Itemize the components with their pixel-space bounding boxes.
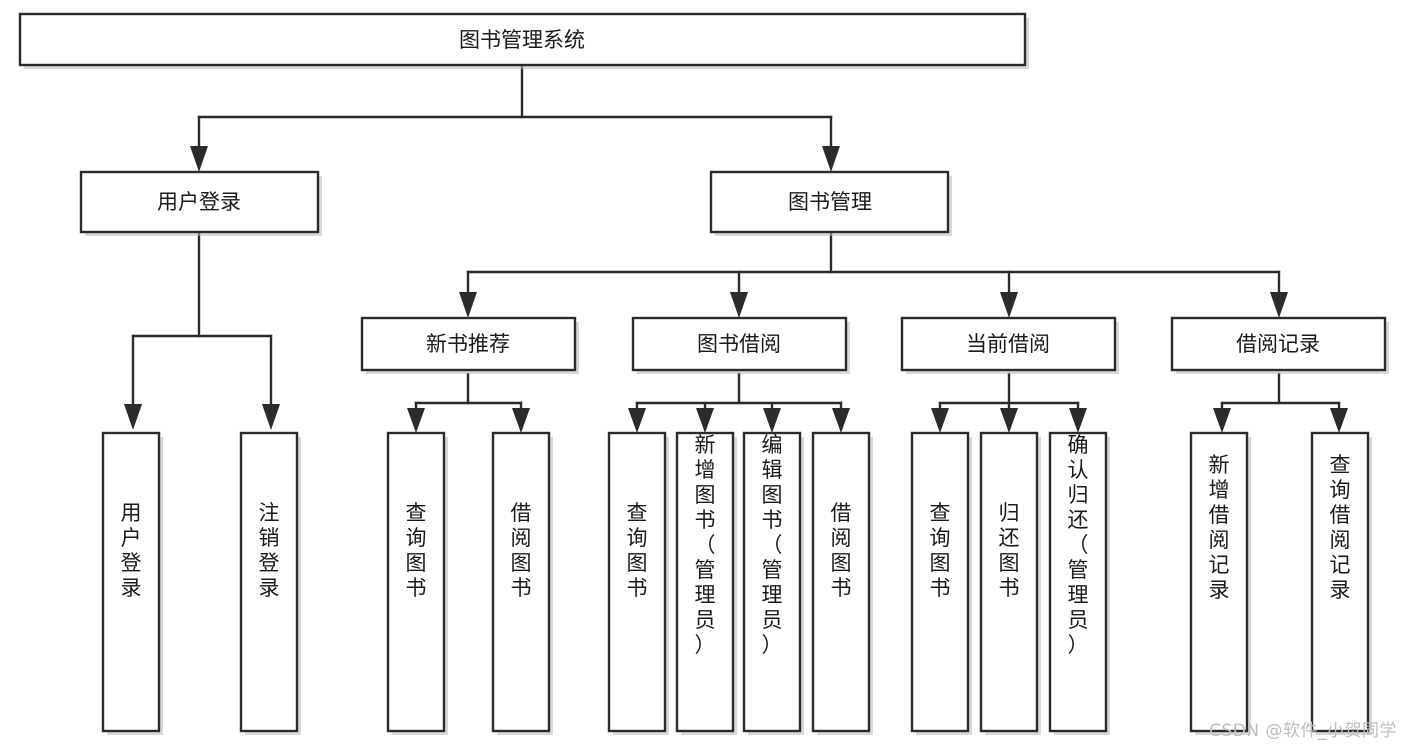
arrow-book-manage-to-l2-1 [459,292,477,318]
arrow-current-borrow-to-leaf2 [1000,408,1018,433]
node-root-label: 图书管理系统 [459,28,585,52]
arrow-new-book-to-leaf1 [407,408,425,433]
node-new-book-recommend[interactable]: 新书推荐 [360,316,579,374]
csdn-watermark: CSDN @软件_小贺同学 [1209,721,1397,741]
arrow-book-manage-to-l2-4 [1270,292,1288,318]
arrow-root-to-book-manage [822,146,840,172]
arrow-current-borrow-to-leaf1 [931,408,949,433]
arrow-user-login-to-leaf2 [262,404,280,430]
arrow-borrow-record-to-leaf2 [1330,408,1348,433]
node-leaf-borrow-book-1-label: 借阅图书 [511,501,532,600]
arrow-book-borrow-to-leaf1 [628,408,646,433]
node-leaf-add-book-label: 新增图书（管理员） [695,433,716,657]
node-leaf-edit-book[interactable]: 编辑图书（管理员） [742,431,804,735]
node-current-borrow-label: 当前借阅 [966,332,1050,356]
arrow-book-borrow-to-leaf3 [763,408,781,433]
node-leaf-return-book[interactable]: 归还图书 [979,431,1041,735]
node-leaf-confirm-return-label: 确认归还（管理员） [1068,433,1089,657]
node-root[interactable]: 图书管理系统 [18,12,1029,69]
node-leaf-return-book-label: 归还图书 [999,501,1020,600]
node-user-login[interactable]: 用户登录 [79,170,322,236]
node-user-login-label: 用户登录 [157,190,241,214]
node-leaf-logout-login[interactable]: 注销登录 [239,431,301,735]
node-leaf-query-book-2[interactable]: 查询图书 [607,431,669,735]
arrow-book-borrow-to-leaf2 [696,408,714,433]
node-leaf-logout-login-label: 注销登录 [259,501,280,600]
arrow-root-to-user-login [190,146,208,172]
node-leaf-query-book-3[interactable]: 查询图书 [910,431,972,735]
node-leaf-add-record[interactable]: 新增借阅记录 [1189,431,1251,735]
node-borrow-record-label: 借阅记录 [1236,332,1320,356]
node-leaf-borrow-book-2[interactable]: 借阅图书 [811,431,873,735]
node-borrow-record[interactable]: 借阅记录 [1170,316,1389,374]
arrow-new-book-to-leaf2 [512,408,530,433]
arrow-book-borrow-to-leaf4 [832,408,850,433]
connector-layer [124,64,1348,433]
arrow-borrow-record-to-leaf1 [1213,408,1231,433]
node-leaf-confirm-return[interactable]: 确认归还（管理员） [1048,431,1110,735]
node-current-borrow[interactable]: 当前借阅 [900,316,1119,374]
node-leaf-add-record-label: 新增借阅记录 [1209,453,1230,602]
node-leaf-query-book-2-label: 查询图书 [627,501,648,600]
node-leaf-borrow-book-2-label: 借阅图书 [831,501,852,600]
node-leaf-user-login-label: 用户登录 [121,501,142,600]
node-leaf-query-book-1[interactable]: 查询图书 [386,431,448,735]
node-book-manage[interactable]: 图书管理 [709,170,952,236]
arrow-user-login-to-leaf1 [124,404,142,430]
node-leaf-query-record-label: 查询借阅记录 [1330,453,1351,602]
node-leaf-query-record[interactable]: 查询借阅记录 [1310,431,1372,735]
node-book-borrow-label: 图书借阅 [697,332,781,356]
node-leaf-add-book[interactable]: 新增图书（管理员） [675,431,737,735]
node-book-borrow[interactable]: 图书借阅 [631,316,850,374]
node-leaf-borrow-book-1[interactable]: 借阅图书 [491,431,553,735]
node-new-book-recommend-label: 新书推荐 [426,332,510,356]
node-leaf-query-book-3-label: 查询图书 [930,501,951,600]
arrow-book-manage-to-l2-3 [1000,292,1018,318]
arrow-book-manage-to-l2-2 [730,292,748,318]
node-leaf-user-login[interactable]: 用户登录 [101,431,163,735]
node-leaf-edit-book-label: 编辑图书（管理员） [762,433,783,657]
arrow-current-borrow-to-leaf3 [1069,408,1087,433]
node-book-manage-label: 图书管理 [788,190,872,214]
node-leaf-query-book-1-label: 查询图书 [406,501,427,600]
